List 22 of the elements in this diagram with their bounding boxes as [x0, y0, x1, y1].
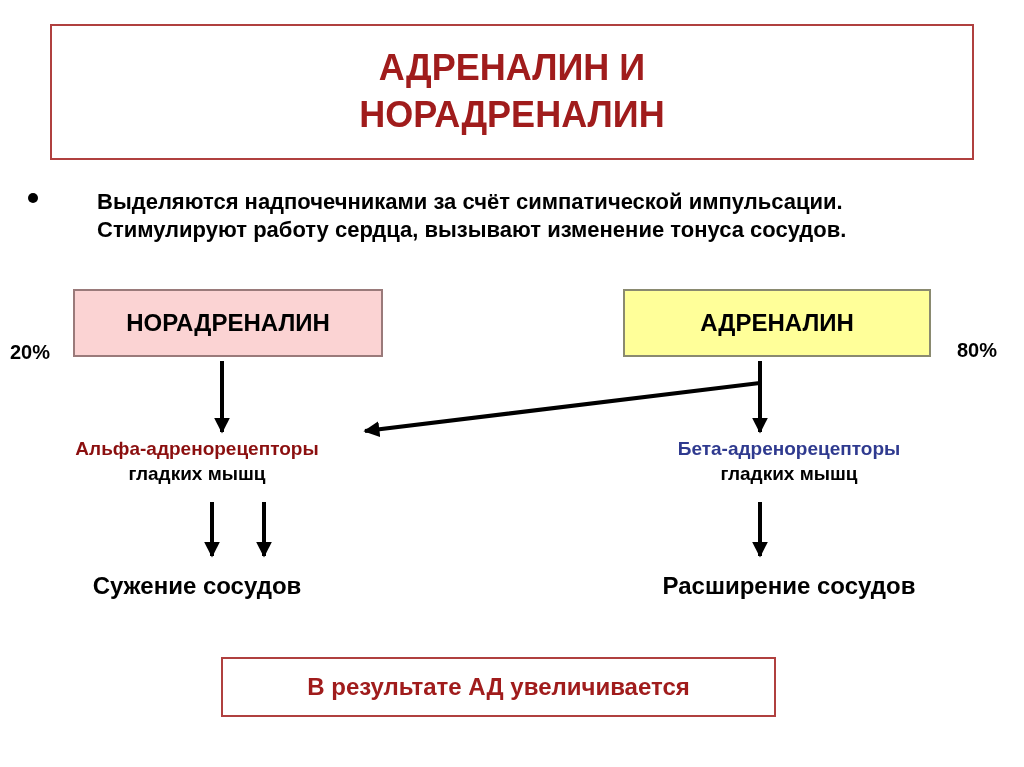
box-text: НОРАДРЕНАЛИН [126, 308, 330, 339]
title-box [50, 24, 974, 160]
percentage-label: 80% [957, 339, 998, 362]
effect-label: Сужение сосудов [92, 571, 302, 602]
box-text: АДРЕНАЛИН [700, 308, 854, 339]
result-box [221, 657, 776, 717]
arrow [752, 502, 768, 558]
box-text: В результате АД увеличивается [307, 672, 690, 703]
hormone-box [73, 289, 383, 357]
effect-label: Расширение сосудов [662, 571, 916, 602]
box-text: АДРЕНАЛИН И НОРАДРЕНАЛИН [358, 46, 666, 137]
receptor-label: Бета-адренорецепторы [677, 437, 901, 462]
arrow [204, 502, 220, 558]
description-text: Выделяются надпочечниками за счёт симпатической импульсации. Стимулируют работу сердца, вызывают изменение тонуса сосудов. [97, 188, 848, 244]
percentage-label: 20% [10, 341, 51, 364]
arrow [752, 361, 768, 434]
receptor-sublabel: гладких мышц [720, 462, 858, 486]
hormone-box [623, 289, 931, 357]
receptor-label: Альфа-адренорецепторы [75, 437, 319, 462]
arrow [214, 361, 230, 434]
receptor-sublabel: гладких мышц [128, 462, 266, 486]
arrow [256, 502, 272, 558]
